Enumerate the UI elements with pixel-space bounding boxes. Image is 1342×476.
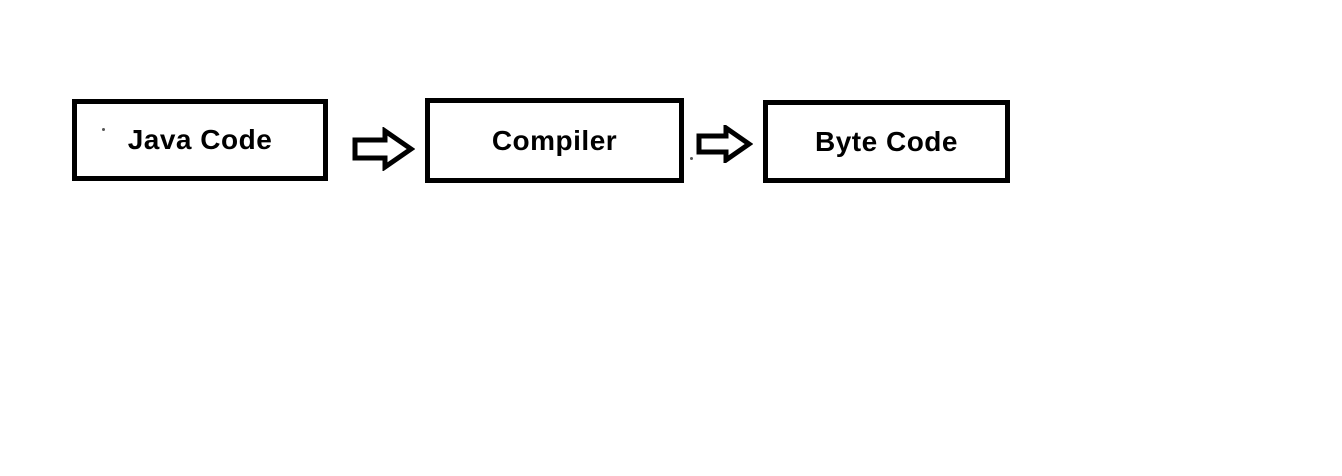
node-java-code-label: Java Code	[127, 124, 273, 155]
block-arrow-right-icon	[352, 127, 415, 171]
block-arrow-right-icon	[696, 125, 753, 163]
node-compiler: Compiler	[425, 98, 684, 183]
pixel-speck	[690, 157, 693, 160]
pixel-speck	[102, 128, 105, 131]
node-java-code: Java Code	[72, 99, 328, 181]
node-byte-code-label: Byte Code	[815, 125, 958, 157]
node-byte-code: Byte Code	[763, 100, 1010, 183]
node-compiler-label: Compiler	[491, 124, 618, 156]
